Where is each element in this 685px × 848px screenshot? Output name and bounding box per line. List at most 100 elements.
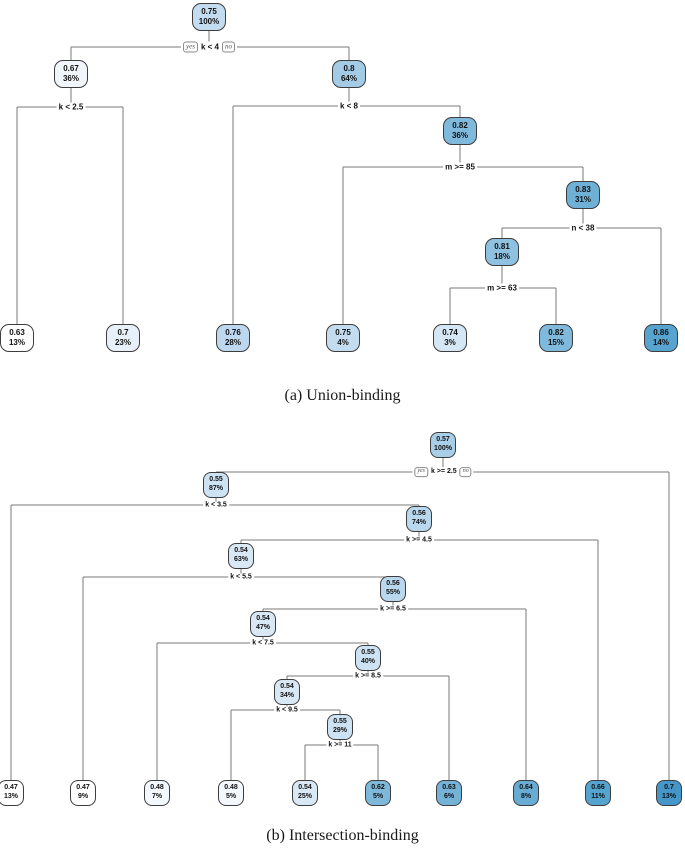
node-value: 0.86 (653, 328, 669, 337)
node-value: 0.82 (452, 121, 468, 130)
split-condition-label: m >= 63 (485, 283, 519, 293)
node-value: 0.54 (234, 547, 248, 555)
node-percent: 47% (255, 624, 270, 631)
node-value: 0.81 (494, 242, 510, 251)
node-percent: 18% (493, 252, 510, 261)
split-condition-text: n < 38 (571, 223, 595, 233)
node-percent: 4% (337, 338, 349, 347)
node-value: 0.66 (591, 784, 605, 792)
split-condition-label: k >= 6.5 (378, 605, 408, 613)
split-condition-text: k < 2.5 (58, 102, 84, 112)
figure-caption-b: (b) Intersection-binding (266, 827, 419, 844)
node-percent: 8% (520, 793, 532, 800)
node-percent: 7% (151, 793, 163, 800)
split-condition-text: m >= 85 (445, 162, 475, 172)
node-percent: 29% (332, 727, 347, 734)
node-value: 0.75 (335, 328, 351, 337)
node-percent: 13% (3, 793, 18, 800)
split-condition-label: k < 9.5 (274, 706, 300, 714)
yes-branch-badge: yes (414, 467, 428, 477)
no-branch-badge: no (459, 467, 472, 477)
node-value: 0.63 (442, 784, 456, 792)
yes-branch-badge: yes (183, 41, 198, 53)
node-percent: 5% (225, 793, 237, 800)
split-condition-label: k >= 8.5 (353, 672, 383, 680)
split-condition-label: k >= 4.5 (404, 536, 434, 544)
node-value: 0.82 (548, 328, 564, 337)
node-value: 0.54 (298, 784, 312, 792)
node-percent: 28% (224, 338, 241, 347)
split-condition-text: k < 4 (200, 42, 219, 52)
node-percent: 3% (444, 338, 456, 347)
node-percent: 14% (652, 338, 669, 347)
split-condition-label: k < 5.5 (228, 573, 254, 581)
node-percent: 36% (62, 74, 79, 83)
split-condition-label: k < 8 (337, 101, 361, 111)
node-percent: 40% (360, 658, 375, 665)
node-value: 0.47 (4, 784, 18, 792)
node-percent: 34% (279, 692, 294, 699)
node-percent: 31% (574, 195, 591, 204)
split-condition-text: k < 9.5 (276, 706, 298, 714)
split-condition-text: k >= 8.5 (355, 672, 381, 680)
split-condition-label: m >= 85 (443, 162, 477, 172)
node-percent: 23% (114, 338, 131, 347)
split-condition-text: k < 3.5 (205, 501, 227, 509)
node-value: 0.47 (76, 784, 90, 792)
node-value: 0.54 (256, 615, 270, 623)
node-percent: 5% (372, 793, 384, 800)
split-condition-label: k < 2.5 (56, 102, 86, 112)
node-percent: 87% (208, 485, 223, 492)
split-condition-text: k < 5.5 (230, 573, 252, 581)
split-condition-label: k < 3.5 (203, 501, 229, 509)
node-percent: 74% (411, 519, 426, 526)
node-value: 0.54 (280, 683, 294, 691)
node-percent: 36% (451, 131, 468, 140)
split-condition-text: k < 7.5 (252, 639, 274, 647)
split-condition-text: k >= 2.5 (430, 468, 457, 476)
node-value: 0.48 (150, 784, 164, 792)
node-value: 0.55 (209, 476, 223, 484)
node-value: 0.67 (63, 64, 79, 73)
node-percent: 64% (340, 74, 357, 83)
node-percent: 55% (385, 589, 400, 596)
node-value: 0.7 (664, 784, 674, 792)
split-condition-label: k < 7.5 (250, 639, 276, 647)
split-condition-text: k < 8 (339, 101, 359, 111)
node-value: 0.83 (575, 185, 591, 194)
figure-caption-a: (a) Union-binding (284, 387, 401, 404)
split-condition-text: k >= 11 (328, 741, 352, 749)
node-value: 0.7 (117, 328, 129, 337)
node-value: 0.56 (412, 510, 426, 518)
node-percent: 13% (8, 338, 25, 347)
node-percent: 13% (661, 793, 676, 800)
node-value: 0.74 (442, 328, 458, 337)
node-value: 0.62 (371, 784, 385, 792)
